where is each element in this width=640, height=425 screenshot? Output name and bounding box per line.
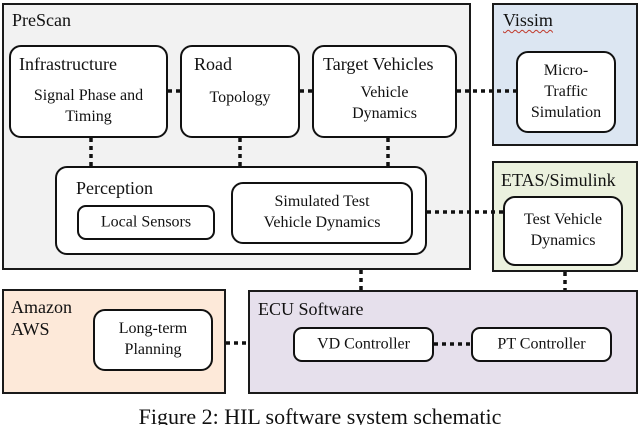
ecu-software-title: ECU Software [258,299,364,319]
simulated-dynamics-label: Simulated Test Vehicle Dynamics [263,193,381,231]
long-term-planning-label: Long-term Planning [118,320,188,358]
figure-caption: Figure 2: HIL software system schematic [138,406,502,425]
micro-traffic-label: Micro-Traffic Simulation [530,61,602,121]
vd-controller-label: VD Controller [317,335,410,353]
road-box: Road Topology [180,45,300,138]
amazon-aws-title: Amazon AWS [11,297,72,339]
simulated-dynamics-box: Simulated Test Vehicle Dynamics [231,182,413,244]
pt-controller-label: PT Controller [497,335,586,353]
vissim-title: Vissim [503,10,553,30]
pt-controller-box: PT Controller [471,327,612,362]
target-vehicles-box: Target Vehicles Vehicle Dynamics [312,45,457,138]
test-vehicle-dynamics-box: Test Vehicle Dynamics [503,196,623,266]
infrastructure-box: Infrastructure Signal Phase and Timing [9,45,168,138]
local-sensors-box: Local Sensors [77,205,215,240]
perception-title: Perception [76,178,153,198]
road-body: Topology [209,89,271,106]
infrastructure-title: Infrastructure [19,54,117,74]
etas-title: ETAS/Simulink [501,170,616,190]
long-term-planning-box: Long-term Planning [93,309,213,371]
micro-traffic-box: Micro-Traffic Simulation [516,51,616,133]
test-vehicle-dynamics-label: Test Vehicle Dynamics [523,211,603,249]
road-title: Road [194,54,232,74]
target-vehicles-title: Target Vehicles [323,54,434,74]
vd-controller-box: VD Controller [293,327,434,362]
target-vehicles-body: Vehicle Dynamics [352,84,417,122]
infrastructure-body: Signal Phase and Timing [33,87,144,125]
local-sensors-label: Local Sensors [100,213,192,231]
prescan-title: PreScan [12,10,71,30]
